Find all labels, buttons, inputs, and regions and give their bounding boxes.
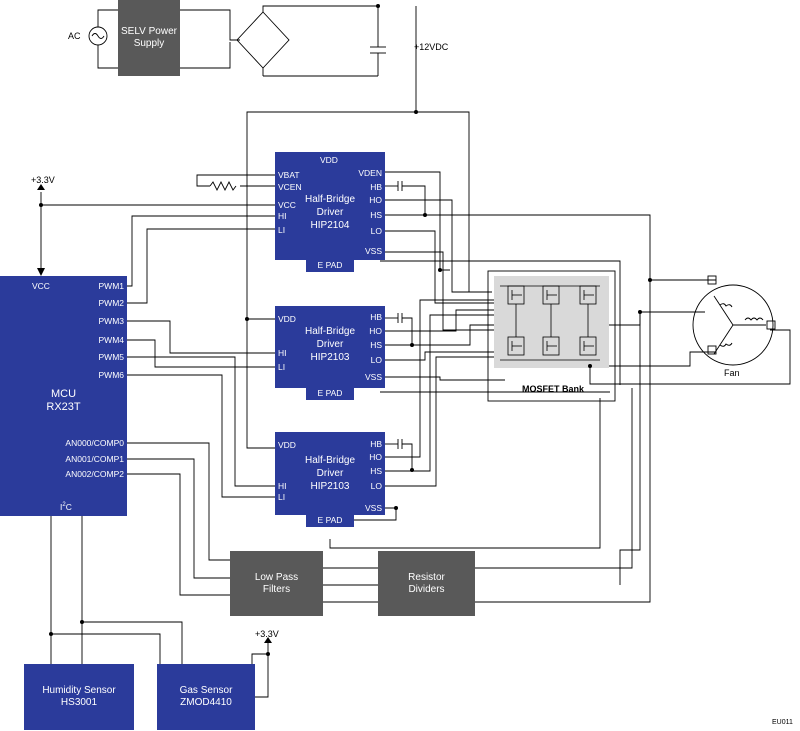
d1-pin-ho: HO	[369, 195, 382, 205]
d1-pin-hi: HI	[278, 211, 287, 221]
mcu-pin-an000: AN000/COMP0	[65, 438, 124, 448]
d1-pin-li: LI	[278, 225, 286, 235]
d1-pin-vden: VDEN	[358, 168, 382, 178]
low-pass-filters: Low Pass Filters	[230, 551, 323, 616]
d3-pin-hs: HS	[370, 466, 382, 476]
driver-hip2103-b: VDD HI LI HB HO HS LO VSS Half-Bridge Dr…	[275, 432, 385, 515]
d2-pin-li: LI	[278, 362, 286, 372]
d1-title2: Driver	[316, 207, 344, 218]
d3-pin-ho: HO	[369, 452, 382, 462]
mcu-pin-pwm5: PWM5	[98, 352, 125, 362]
d1-pin-vbat: VBAT	[278, 170, 300, 180]
humidity-line2: HS3001	[60, 697, 98, 708]
mcu-pin-an002: AN002/COMP2	[65, 469, 124, 479]
lpf-line1: Low Pass	[254, 571, 299, 583]
resistor-dividers: Resistor Dividers	[378, 551, 475, 616]
d3-pin-hb: HB	[370, 439, 382, 449]
rdiv-line2: Dividers	[408, 583, 445, 595]
d1-pin-lo: LO	[370, 226, 382, 236]
mcu-pin-pwm1: PWM1	[98, 281, 125, 291]
fan-label: Fan	[724, 368, 740, 378]
gas-sensor: Gas Sensor ZMOD4410	[157, 664, 255, 730]
d1-pin-vcen: VCEN	[278, 182, 302, 192]
gas-line1: Gas Sensor	[179, 685, 233, 696]
d2-title1: Half-Bridge	[304, 326, 356, 337]
selv-line1: SELV Power	[121, 26, 177, 37]
lpf-line2: Filters	[262, 583, 291, 595]
bridge-rectifier	[236, 11, 290, 69]
d1-title1: Half-Bridge	[304, 194, 356, 205]
v33-bottom-label: +3.3V	[255, 629, 279, 639]
mcu-title2: RX23T	[46, 401, 81, 413]
d2-pin-lo: LO	[370, 355, 382, 365]
mcu-pin-pwm6: PWM6	[98, 370, 125, 380]
d3-pin-lo: LO	[370, 481, 382, 491]
mcu-pin-vcc: VCC	[32, 281, 50, 291]
figure-code: EU011	[772, 719, 793, 726]
d2-pin-hs: HS	[370, 340, 382, 350]
v33-top-label: +3.3V	[31, 175, 55, 185]
mcu-pin-an001: AN001/COMP1	[65, 454, 124, 464]
d2-pin-vss: VSS	[364, 372, 382, 382]
d1-epad: E PAD	[306, 259, 354, 272]
d3-title2: Driver	[316, 468, 344, 479]
mcu-pin-pwm3: PWM3	[98, 316, 125, 326]
d3-title1: Half-Bridge	[304, 455, 356, 466]
d3-pin-vss: VSS	[364, 503, 382, 513]
d3-title3: HIP2103	[310, 481, 350, 492]
d3-pin-vdd: VDD	[278, 440, 296, 450]
mcu-pin-i2c: I2C	[60, 501, 72, 512]
d2-pin-hb: HB	[370, 312, 382, 322]
d3-pin-li: LI	[278, 492, 286, 502]
mcu-rx23t: VCC PWM1 PWM2 PWM3 PWM4 PWM5 PWM6 MCU RX…	[0, 276, 127, 516]
rdiv-line1: Resistor	[408, 571, 445, 583]
gas-line2: ZMOD4410	[180, 697, 232, 708]
v12-label: +12VDC	[414, 42, 449, 52]
humidity-line1: Humidity Sensor	[42, 685, 116, 696]
selv-line2: Supply	[133, 38, 165, 49]
d2-pin-hi: HI	[278, 348, 287, 358]
driver-hip2104: VDD VBAT VCEN VCC HI LI VDEN HB HO HS LO…	[275, 152, 385, 260]
mcu-title1: MCU	[50, 388, 77, 400]
selv-power-supply: SELV Power Supply	[118, 0, 180, 76]
mcu-pin-pwm2: PWM2	[98, 298, 125, 308]
driver-hip2103-a: VDD HI LI HB HO HS LO VSS Half-Bridge Dr…	[275, 306, 385, 388]
d1-pin-hb: HB	[370, 182, 382, 192]
d1-pin-hs: HS	[370, 210, 382, 220]
mcu-pin-pwm4: PWM4	[98, 335, 125, 345]
d1-pin-vdd: VDD	[320, 155, 338, 165]
humidity-sensor: Humidity Sensor HS3001	[24, 664, 134, 730]
d3-pin-hi: HI	[278, 481, 287, 491]
d2-epad: E PAD	[306, 387, 354, 400]
d2-pin-vdd: VDD	[278, 314, 296, 324]
mosfet-bank-label: MOSFET Bank	[522, 384, 585, 394]
fan-motor	[692, 275, 776, 366]
d1-title3: HIP2104	[310, 220, 350, 231]
d2-title3: HIP2103	[310, 352, 350, 363]
d2-pin-ho: HO	[369, 326, 382, 336]
d3-epad: E PAD	[306, 514, 354, 527]
d1-pin-vss: VSS	[364, 246, 382, 256]
d2-title2: Driver	[316, 339, 344, 350]
ac-label: AC	[68, 31, 81, 41]
mosfet-bank-outline	[487, 270, 616, 402]
d1-pin-vcc: VCC	[278, 200, 296, 210]
